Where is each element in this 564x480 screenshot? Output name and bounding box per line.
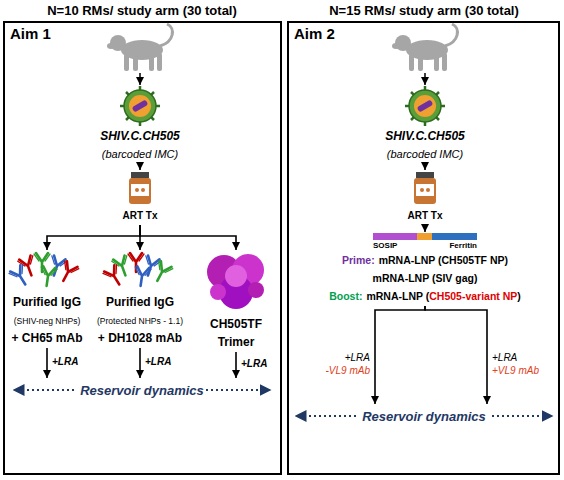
- treatment-label: ART Tx: [105, 170, 175, 225]
- study-panel: N=10 RMs/ study arm (30 total) Aim 1 SHIV.…: [0, 0, 284, 480]
- node-text: Reservoir dynamics: [80, 383, 204, 398]
- treatment-note: +VL9 mAb: [492, 365, 539, 376]
- text-row: (Protected NHPs - 1.1): [92, 310, 188, 328]
- text-row: Purified IgG: [3, 292, 91, 310]
- node-text: Ferritin: [449, 241, 477, 250]
- text-row: mRNA-LNP (SIV gag): [300, 268, 550, 286]
- text-row: Reservoir dynamics: [292, 407, 556, 425]
- arm-label: Purified IgG (SHIV-neg NHPs) + CH65 mAb: [3, 250, 91, 348]
- text-row: Boost: mRNA-LNP (CH505-variant NP): [300, 286, 550, 304]
- text-row: + DH1028 mAb: [92, 328, 188, 346]
- text-row: SOSIP Ferritin: [373, 241, 477, 250]
- text-row: SHIV.C.CH505: [100, 126, 180, 144]
- node-text: Reservoir dynamics: [362, 409, 486, 424]
- text-row: CH505TF Trimer: [196, 314, 276, 350]
- flow-arrow: [46, 348, 48, 378]
- text-row: Prime: mRNA-LNP (CH505TF NP): [300, 250, 550, 268]
- flow-arrow: [139, 348, 141, 378]
- node-text: + DH1028 mAb: [98, 331, 182, 345]
- text-row: ART Tx: [105, 205, 175, 223]
- node-text: + CH65 mAb: [11, 331, 82, 345]
- study-panel: N=15 RMs/ study arm (30 total) Aim 2 SHIV.…: [284, 0, 564, 480]
- node-text: Boost:: [329, 290, 362, 302]
- edge-label: +LRA: [52, 356, 78, 367]
- node-text: ): [517, 290, 521, 302]
- outcome-label: Reservoir dynamics: [8, 378, 276, 401]
- flow-arrow: [47, 225, 140, 250]
- node-text: SHIV.C.CH505: [100, 129, 180, 143]
- antibody-icons: [102, 253, 173, 289]
- flow-arrow: [139, 164, 141, 170]
- edge-label: +LRA: [145, 356, 171, 367]
- arm-label: Purified IgG (Protected NHPs - 1.1) + DH10…: [92, 250, 188, 348]
- trimer-icon: [207, 254, 264, 309]
- node-text: mRNA-LNP (CH505TF NP): [379, 254, 508, 266]
- group-size-title: N=15 RMs/ study arm (30 total): [284, 3, 564, 18]
- panel-border: [4, 22, 281, 474]
- antibody-icons: [8, 253, 79, 289]
- node-text: (barcoded IMC): [387, 148, 463, 160]
- treatment-note: +LRA: [492, 352, 517, 363]
- arm-label: CH505TF Trimer: [196, 250, 276, 352]
- group-size-title: N=10 RMs/ study arm (30 total): [0, 3, 284, 18]
- node-text: mRNA-LNP (: [366, 290, 429, 302]
- flow-arrow: [424, 225, 426, 232]
- arrow-line: [424, 73, 426, 85]
- node-text: Purified IgG: [13, 295, 81, 309]
- text-row: (SHIV-neg NHPs): [3, 310, 91, 328]
- node-text: CH505-variant NP: [429, 290, 517, 302]
- virus-icon: [120, 86, 160, 126]
- arrow-line: [139, 73, 141, 85]
- node-text: (barcoded IMC): [102, 148, 178, 160]
- monkey-icon: [392, 24, 457, 71]
- treatment-label: ART Tx: [390, 170, 460, 225]
- node-text: (SHIV-neg NHPs): [14, 316, 81, 326]
- text-row: Reservoir dynamics: [8, 381, 276, 399]
- panel-border: [288, 22, 559, 474]
- text-row: + CH65 mAb: [3, 328, 91, 346]
- flow-arrow: [425, 306, 487, 404]
- text-row: ART Tx: [390, 205, 460, 223]
- virus-label: SHIV.C.CH505 (barcoded IMC): [385, 86, 465, 164]
- flow-arrow: [235, 352, 237, 378]
- flow-arrow: [140, 225, 236, 250]
- monkey-icon: [107, 24, 172, 71]
- treatment-note: -VL9 mAb: [326, 365, 370, 376]
- drug-bottle: [129, 172, 151, 204]
- flow-arrow: [424, 164, 426, 170]
- drug-bottle: [414, 172, 436, 204]
- treatment-note: +LRA: [345, 352, 370, 363]
- text-row: (barcoded IMC): [385, 144, 465, 162]
- text-row: (barcoded IMC): [100, 144, 180, 162]
- node-text: SOSIP: [373, 241, 397, 250]
- edge-label: +LRA: [241, 358, 267, 369]
- text-row: Purified IgG: [92, 292, 188, 310]
- outcome-label: Reservoir dynamics: [292, 404, 556, 427]
- node-text: ART Tx: [123, 210, 158, 221]
- text-row: SHIV.C.CH505: [385, 126, 465, 144]
- node-text: mRNA-LNP (SIV gag): [373, 272, 478, 284]
- aim-heading: Aim 1: [10, 25, 51, 42]
- node-text: ART Tx: [408, 210, 443, 221]
- virus-label: SHIV.C.CH505 (barcoded IMC): [100, 86, 180, 164]
- node-text: Prime:: [342, 254, 375, 266]
- flow-arrow: [375, 306, 425, 404]
- vaccine-regimen: SOSIP FerritinPrime: mRNA-LNP (CH505TF NP)…: [300, 232, 550, 306]
- construct-band: [373, 233, 477, 240]
- node-text: (Protected NHPs - 1.1): [97, 316, 183, 326]
- virus-icon: [405, 86, 445, 126]
- node-text: CH505TF Trimer: [210, 317, 262, 349]
- aim-heading: Aim 2: [294, 25, 335, 42]
- node-text: Purified IgG: [106, 295, 174, 309]
- node-text: SHIV.C.CH505: [385, 129, 465, 143]
